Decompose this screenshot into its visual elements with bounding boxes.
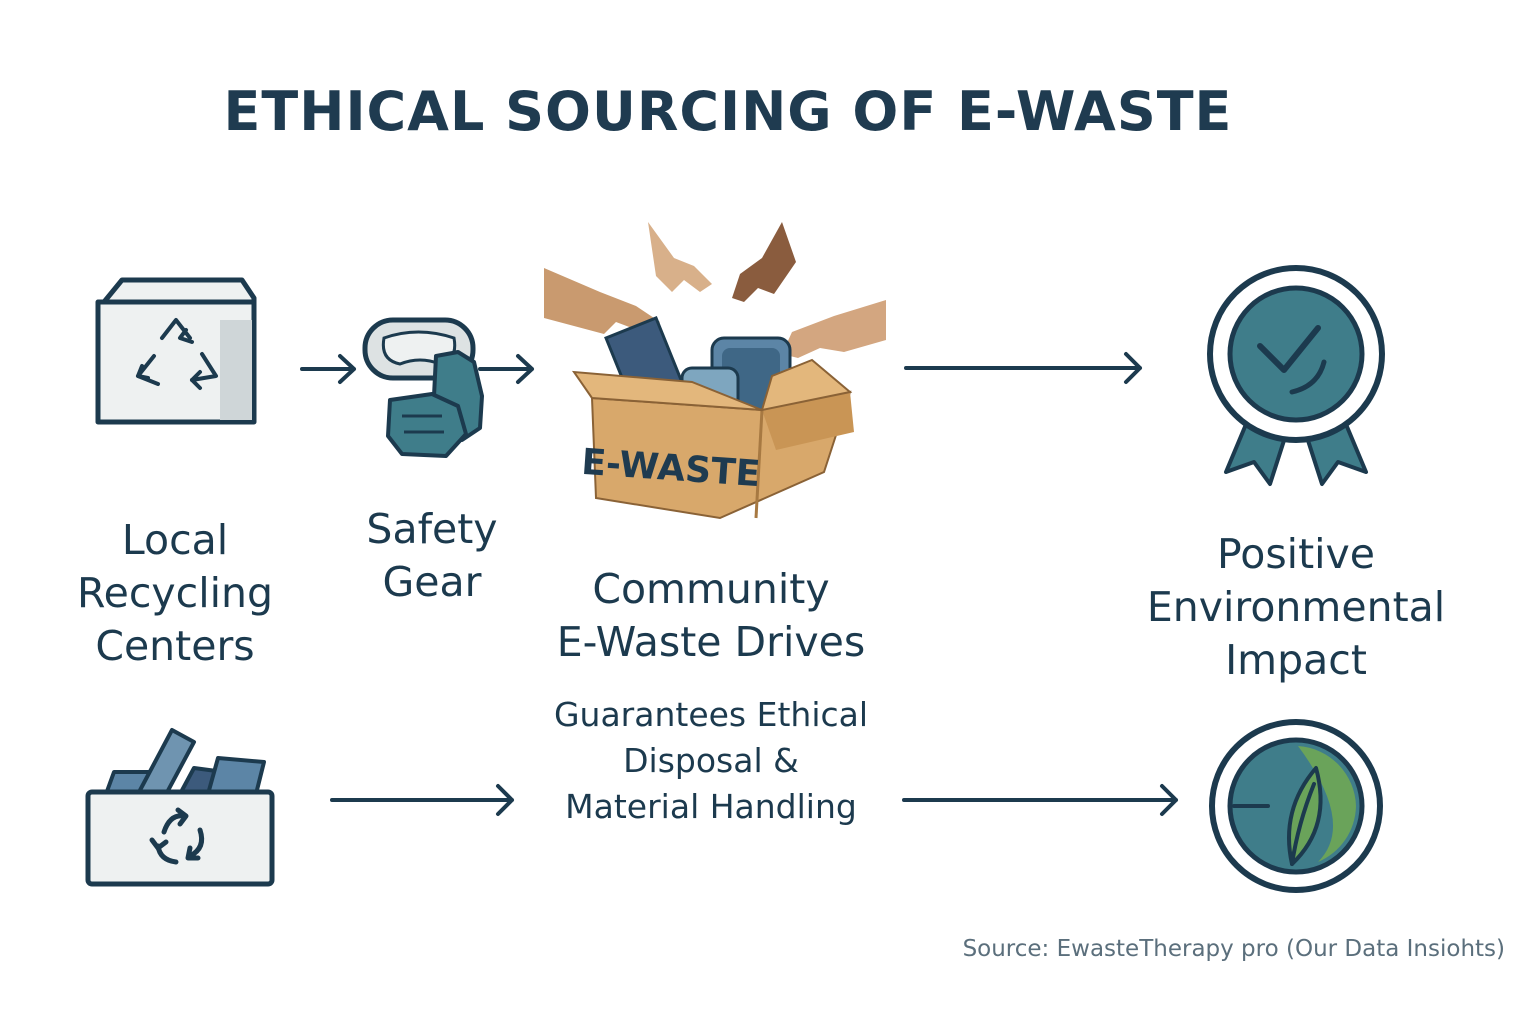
page-title: ETHICAL SOURCING OF E-WASTE [223,80,1233,143]
community-drives-sublabel: Guarantees Ethical Disposal & Material H… [553,695,869,826]
arrow-gear-to-drives [478,354,534,384]
safety-gear-label: Safety Gear [366,505,498,606]
source-note: Source: EwasteTherapy pro (Our Data Insi… [962,936,1505,962]
arrow-handling-to-leaf [902,784,1178,816]
arrow-drives-to-impact [904,352,1142,384]
arrow-recycling-to-gear [300,354,356,384]
recycling-box-icon [95,277,257,425]
positive-impact-label: Positive Environmental Impact [1146,530,1446,684]
goggles-gloves-icon [362,317,484,458]
community-drives-label: Community E-Waste Drives [556,565,866,666]
e-waste-box-hands-icon: E-WASTE [544,222,886,534]
award-check-icon [1207,265,1385,486]
arrow-bin-to-handling [330,784,514,816]
recycling-bin-icon [85,728,275,887]
local-recycling-label: Local Recycling Centers [76,516,273,670]
leaf-badge-icon [1209,719,1383,893]
